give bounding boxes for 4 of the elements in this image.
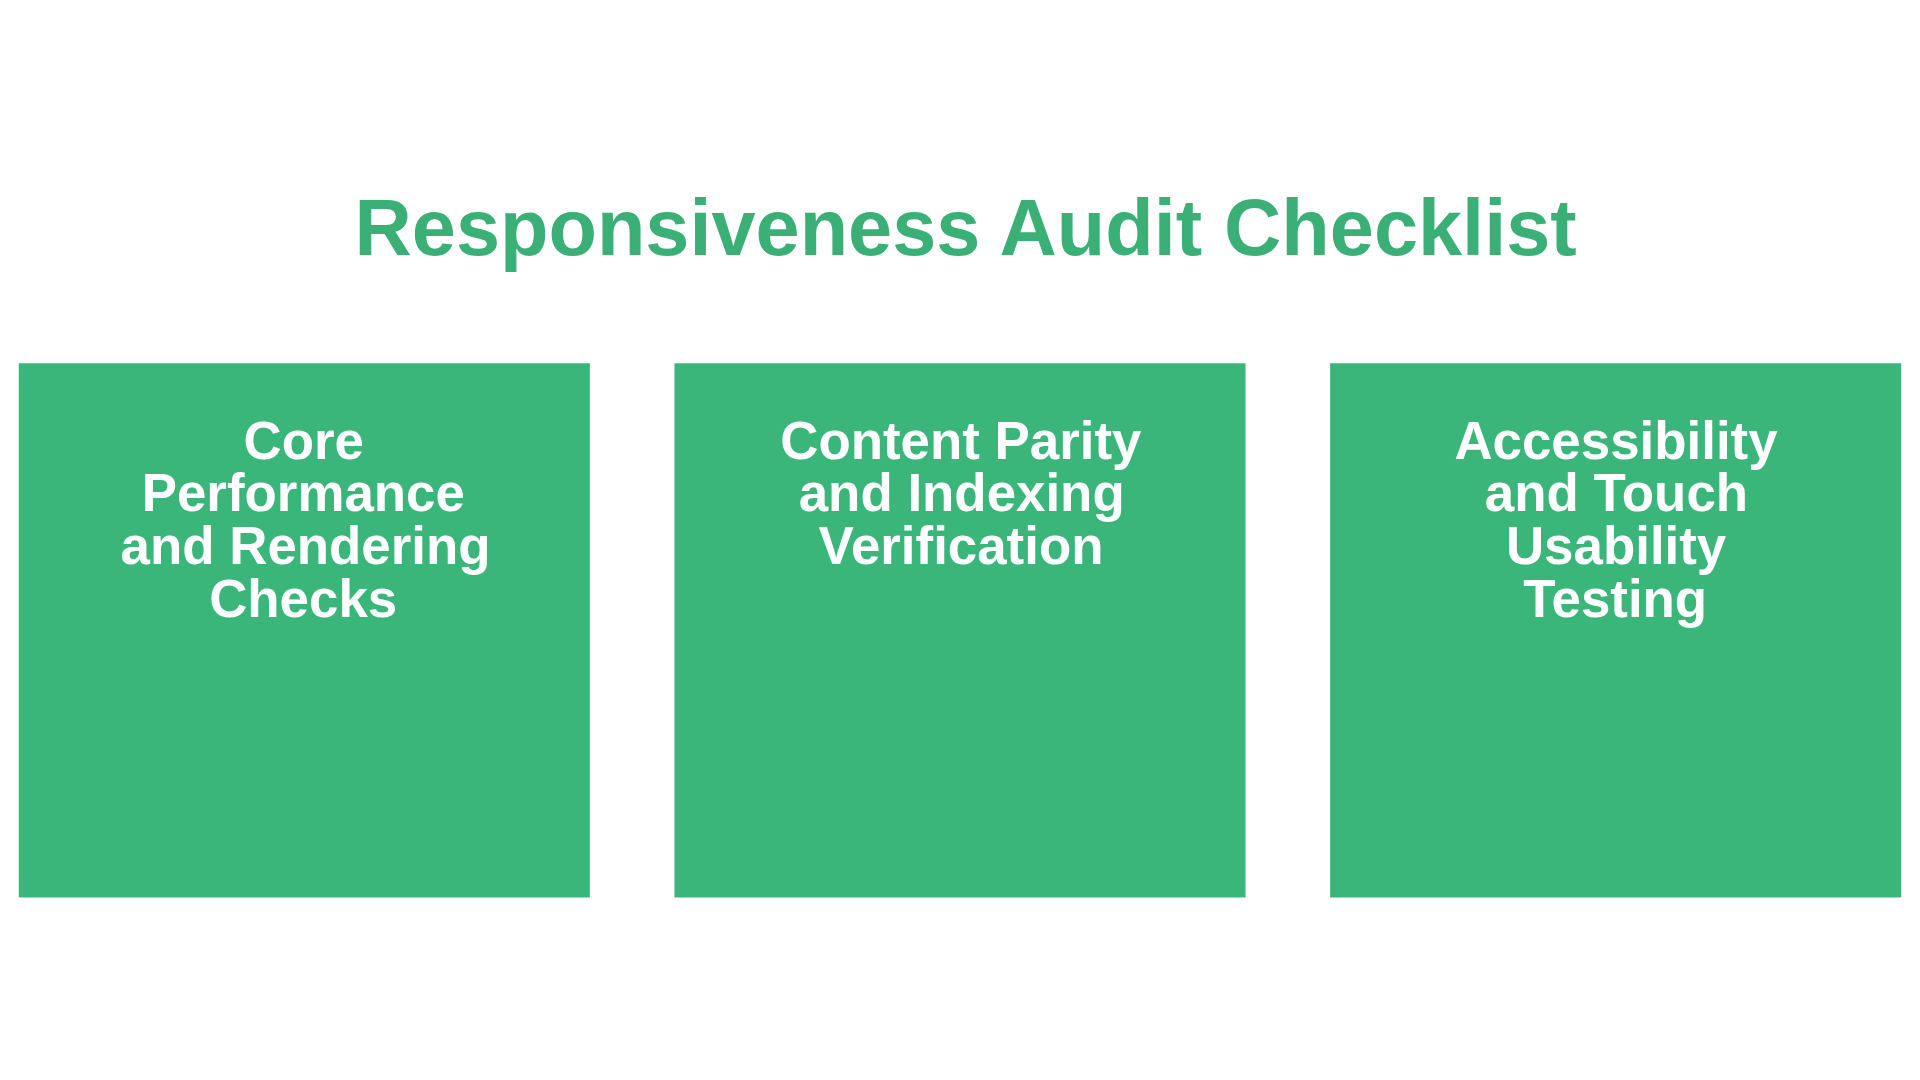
node-box: Content Parity and Indexing Verification: [674, 362, 1246, 897]
diagram-title: Responsiveness Audit Checklist: [354, 182, 1577, 272]
node-box: Accessibility and Touch Usability Testing: [1330, 362, 1902, 897]
node-box: Core Performance and Rendering Checks: [18, 362, 590, 897]
